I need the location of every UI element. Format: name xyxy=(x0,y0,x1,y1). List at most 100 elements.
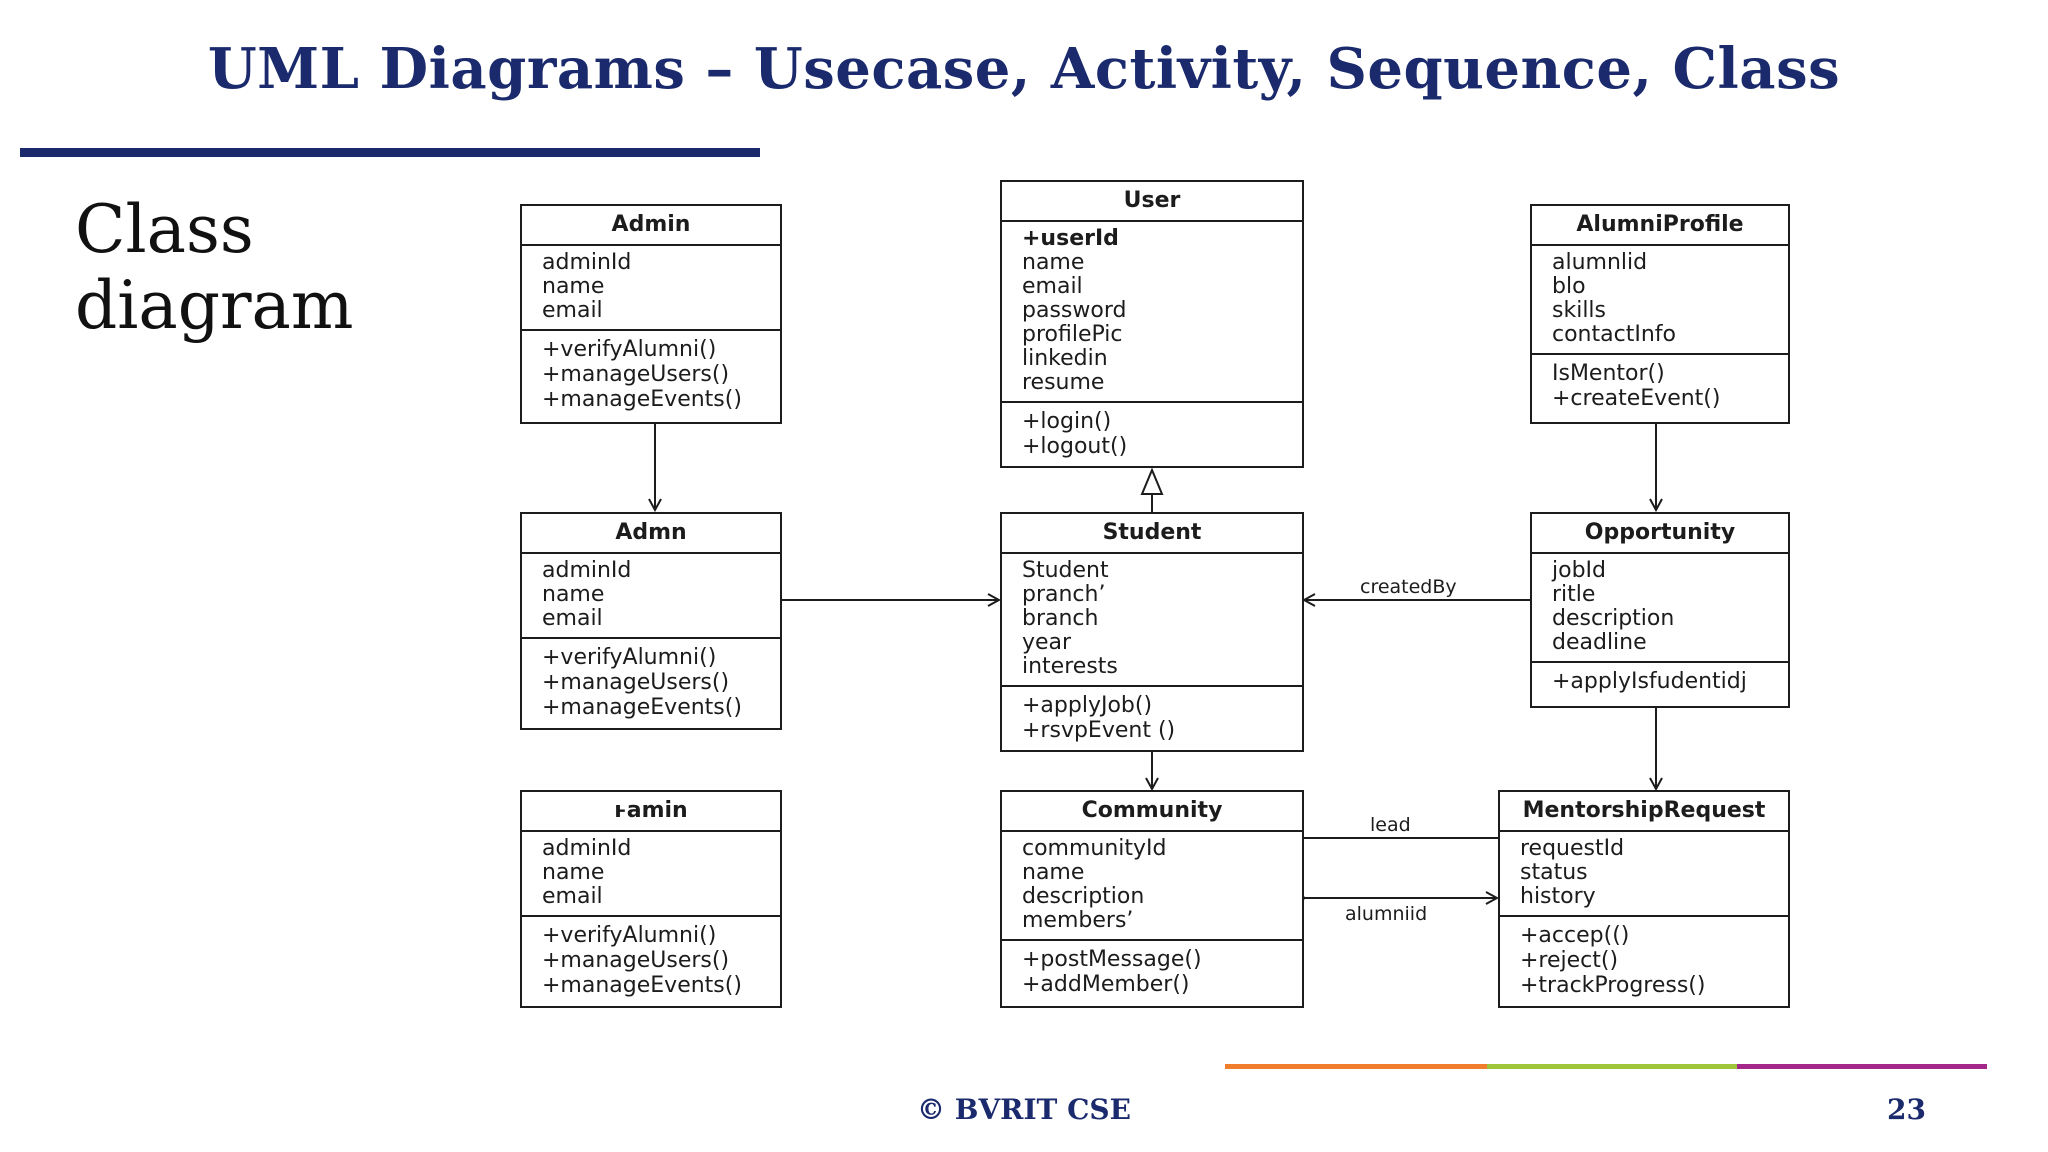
method: +manageEvents() xyxy=(542,387,742,412)
attribute: skills xyxy=(1552,298,1607,323)
method: +manageUsers() xyxy=(542,362,730,387)
slide-title: UML Diagrams – Usecase, Activity, Sequen… xyxy=(207,36,1841,102)
class-attributes: adminId name email xyxy=(522,554,780,639)
attribute: linkedin xyxy=(1022,346,1108,371)
method: +verifyAlumni() xyxy=(542,645,717,670)
attribute: members’ xyxy=(1022,908,1134,933)
attribute: adminId xyxy=(542,836,632,861)
attribute: description xyxy=(1022,884,1145,909)
method: +accep(() xyxy=(1520,923,1630,948)
class-amin: ⱶamin adminId name email +verifyAlumni()… xyxy=(520,790,782,1008)
method: +applyJob() xyxy=(1022,693,1153,718)
class-name: AlumniProfile xyxy=(1532,206,1788,246)
class-methods: +verifyAlumni() +manageUsers() +manageEv… xyxy=(522,639,780,724)
class-name: MentorshipRequest xyxy=(1500,792,1788,832)
class-alumni-profile: AlumniProfile alumnlid blo skills contac… xyxy=(1530,204,1790,424)
attribute: blo xyxy=(1552,274,1586,299)
method: +applyIsfudentidj xyxy=(1552,669,1747,694)
attribute: deadline xyxy=(1552,630,1647,655)
class-methods: IsMentor() +createEvent() xyxy=(1532,355,1788,415)
method: +reject() xyxy=(1520,948,1619,973)
class-attributes: communityId name description members’ xyxy=(1002,832,1302,941)
class-methods: +verifyAlumni() +manageUsers() +manageEv… xyxy=(522,331,780,416)
class-name: Opportunity xyxy=(1532,514,1788,554)
class-name: User xyxy=(1002,182,1302,222)
attribute: history xyxy=(1520,884,1596,909)
class-attributes: alumnlid blo skills contactInfo xyxy=(1532,246,1788,355)
section-label: Class diagram xyxy=(75,191,354,344)
attribute: profilePic xyxy=(1022,322,1123,347)
class-name: Student xyxy=(1002,514,1302,554)
attribute: name xyxy=(1022,250,1085,275)
class-methods: +postMessage() +addMember() xyxy=(1002,941,1302,1001)
class-methods: +applyIsfudentidj xyxy=(1532,663,1788,698)
attribute: name xyxy=(542,860,605,885)
attribute: pranch’ xyxy=(1022,582,1106,607)
class-attributes: adminId name email xyxy=(522,246,780,331)
association-label-created-by: createdBy xyxy=(1360,576,1457,598)
attribute: password xyxy=(1022,298,1127,323)
class-name: ⱶamin xyxy=(522,792,780,832)
attribute: email xyxy=(542,298,603,323)
attribute: name xyxy=(1022,860,1085,885)
attribute: description xyxy=(1552,606,1675,631)
association-label-lead: lead xyxy=(1370,814,1411,836)
attribute: name xyxy=(542,274,605,299)
class-methods: +applyJob() +rsvpEvent () xyxy=(1002,687,1302,747)
accent-bar-orange xyxy=(1225,1064,1487,1069)
attribute: +userId xyxy=(1022,226,1119,251)
method: +manageUsers() xyxy=(542,670,730,695)
class-community: Community communityId name description m… xyxy=(1000,790,1304,1008)
method: +manageEvents() xyxy=(542,973,742,998)
class-methods: +accep(() +reject() +trackProgress() xyxy=(1500,917,1788,1002)
class-attributes: +userId name email password profilePic l… xyxy=(1002,222,1302,403)
class-name: Community xyxy=(1002,792,1302,832)
footer-copyright: © BVRIT CSE xyxy=(917,1093,1131,1126)
method: +manageUsers() xyxy=(542,948,730,973)
attribute: year xyxy=(1022,630,1072,655)
method: +addMember() xyxy=(1022,972,1190,997)
association-label-alumniid: alumniid xyxy=(1345,903,1428,925)
page-number: 23 xyxy=(1887,1093,1926,1126)
attribute: requestId xyxy=(1520,836,1625,861)
accent-bar-purple xyxy=(1737,1064,1987,1069)
attribute: email xyxy=(542,884,603,909)
method: +rsvpEvent () xyxy=(1022,718,1176,743)
class-mentorship-request: MentorshipRequest requestId status histo… xyxy=(1498,790,1790,1008)
attribute: Student xyxy=(1022,558,1109,583)
attribute: email xyxy=(542,606,603,631)
attribute: communityId xyxy=(1022,836,1167,861)
method: +login() xyxy=(1022,409,1112,434)
class-admin-top: Admin adminId name email +verifyAlumni()… xyxy=(520,204,782,424)
attribute: email xyxy=(1022,274,1083,299)
class-methods: +verifyAlumni() +manageUsers() +manageEv… xyxy=(522,917,780,1002)
attribute: interests xyxy=(1022,654,1118,679)
class-name: Admn xyxy=(522,514,780,554)
attribute: alumnlid xyxy=(1552,250,1648,275)
class-attributes: jobId ritle description deadline xyxy=(1532,554,1788,663)
attribute: jobId xyxy=(1552,558,1606,583)
class-attributes: adminId name email xyxy=(522,832,780,917)
attribute: name xyxy=(542,582,605,607)
class-user: User +userId name email password profile… xyxy=(1000,180,1304,468)
method: +manageEvents() xyxy=(542,695,742,720)
class-methods: +login() +logout() xyxy=(1002,403,1302,463)
class-name: Admin xyxy=(522,206,780,246)
attribute: adminId xyxy=(542,250,632,275)
method: +createEvent() xyxy=(1552,386,1721,411)
class-admn: Admn adminId name email +verifyAlumni() … xyxy=(520,512,782,730)
method: +verifyAlumni() xyxy=(542,923,717,948)
attribute: adminId xyxy=(542,558,632,583)
class-attributes: requestId status history xyxy=(1500,832,1788,917)
accent-bar-green xyxy=(1487,1064,1737,1069)
class-attributes: Student pranch’ branch year interests xyxy=(1002,554,1302,687)
title-underline xyxy=(20,148,760,157)
attribute: branch xyxy=(1022,606,1099,631)
method: +logout() xyxy=(1022,434,1128,459)
attribute: resume xyxy=(1022,370,1105,395)
class-opportunity: Opportunity jobId ritle description dead… xyxy=(1530,512,1790,708)
method: IsMentor() xyxy=(1552,361,1665,386)
method: +verifyAlumni() xyxy=(542,337,717,362)
